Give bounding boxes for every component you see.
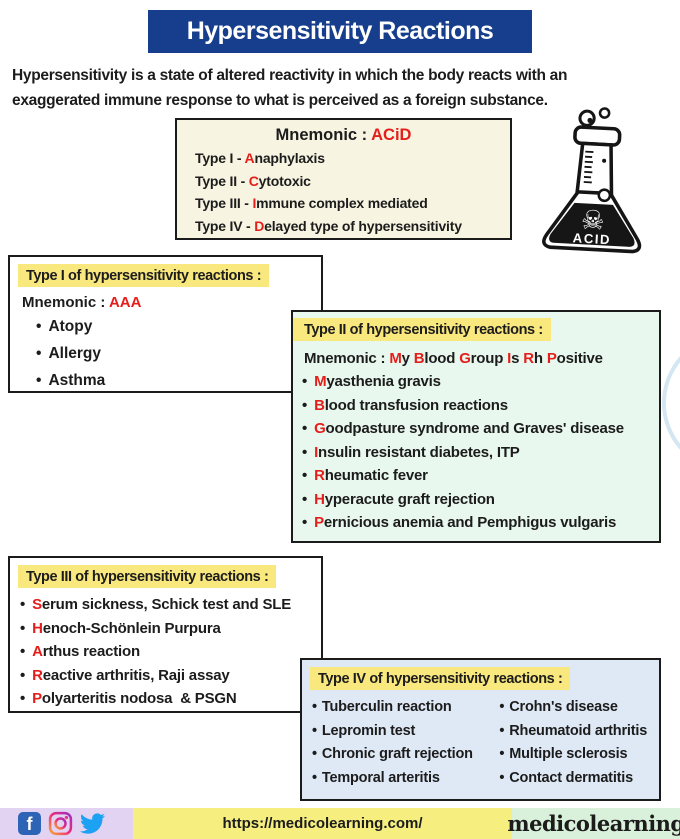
- flask-acid-label: ACID: [572, 230, 611, 247]
- instagram-icon[interactable]: [48, 811, 73, 836]
- list-item: Pernicious anemia and Pemphigus vulgaris: [302, 511, 659, 535]
- type2-box: Type II of hypersensitivity reactions : …: [291, 310, 661, 543]
- mnemonic-acid-box: Mnemonic : ACiD Type I - Anaphylaxis Typ…: [175, 118, 512, 240]
- list-item: Atopy: [36, 313, 321, 340]
- list-item: Lepromin test: [312, 720, 499, 744]
- mnemonic-value: ACiD: [371, 126, 412, 144]
- type4-box: Type IV of hypersensitivity reactions : …: [300, 658, 661, 801]
- type4-title: Type IV of hypersensitivity reactions :: [310, 667, 571, 690]
- medicolearning-logo: medicolearning: [507, 811, 680, 836]
- title-banner: Hypersensitivity Reactions: [148, 10, 532, 53]
- mnemonic-item-list: Type I - Anaphylaxis Type II - Cytotoxic…: [177, 147, 510, 237]
- list-item: Type I - Anaphylaxis: [195, 150, 325, 166]
- list-item: Tuberculin reaction: [312, 696, 499, 720]
- footer-url-section: https://medicolearning.com/: [133, 808, 512, 839]
- list-item: Myasthenia gravis: [302, 370, 659, 394]
- list-item: Insulin resistant diabetes, ITP: [302, 441, 659, 465]
- website-url[interactable]: https://medicolearning.com/: [222, 815, 423, 832]
- list-item: Goodpasture syndrome and Graves' disease: [302, 417, 659, 441]
- list-item: Rheumatoid arthritis: [499, 720, 659, 744]
- facebook-glyph: f: [26, 814, 33, 834]
- list-item: Allergy: [36, 340, 321, 367]
- type2-title: Type II of hypersensitivity reactions :: [293, 318, 551, 341]
- list-item: Type III - Immune complex mediated: [195, 195, 428, 211]
- list-item: Temporal arteritis: [312, 767, 499, 791]
- mnemonic-label: Mnemonic :: [275, 126, 372, 144]
- type3-box: Type III of hypersensitivity reactions :…: [8, 556, 323, 713]
- skull-crossbones-icon: ☠: [580, 205, 605, 236]
- footer-logo-section: medicolearning: [507, 808, 680, 839]
- type3-title: Type III of hypersensitivity reactions :: [18, 565, 277, 588]
- facebook-icon[interactable]: f: [18, 812, 41, 835]
- type1-box: Type I of hypersensitivity reactions : M…: [8, 255, 323, 393]
- footer-social-section: f: [0, 808, 133, 839]
- watermark-circle: [662, 333, 680, 473]
- acid-flask-icon: ☠ ACID: [542, 107, 642, 254]
- list-item: Hyperacute graft rejection: [302, 488, 659, 512]
- intro-line-2: exaggerated immune response to what is p…: [12, 92, 548, 109]
- type1-item-list: Atopy Allergy Asthma: [10, 313, 321, 394]
- twitter-icon[interactable]: [80, 811, 105, 836]
- mnemonic-title: Mnemonic : ACiD: [177, 126, 510, 145]
- type4-right-column: Crohn's disease Rheumatoid arthritis Mul…: [499, 696, 659, 790]
- list-item: Crohn's disease: [499, 696, 659, 720]
- type3-item-list: Serum sickness, Schick test and SLE Heno…: [10, 593, 321, 711]
- type1-mnemonic: Mnemonic : AAA: [22, 294, 142, 311]
- list-item: Type II - Cytotoxic: [195, 172, 311, 189]
- intro-line-1: Hypersensitivity is a state of altered r…: [12, 67, 568, 84]
- page-title: Hypersensitivity Reactions: [186, 17, 494, 45]
- list-item: Serum sickness, Schick test and SLE: [20, 593, 321, 617]
- list-item: Henoch-Schönlein Purpura: [20, 617, 321, 641]
- list-item: Multiple sclerosis: [499, 743, 659, 767]
- list-item: Polyarteritis nodosa & PSGN: [20, 687, 321, 711]
- type1-title: Type I of hypersensitivity reactions :: [18, 264, 270, 287]
- list-item: Asthma: [36, 367, 321, 394]
- list-item: Arthus reaction: [20, 640, 321, 664]
- type4-columns: Tuberculin reaction Lepromin test Chroni…: [302, 694, 659, 790]
- intro-paragraph: Hypersensitivity is a state of altered r…: [12, 63, 678, 113]
- type4-left-column: Tuberculin reaction Lepromin test Chroni…: [312, 696, 499, 790]
- list-item: Blood transfusion reactions: [302, 394, 659, 418]
- list-item: Chronic graft rejection: [312, 743, 499, 767]
- list-item: Rheumatic fever: [302, 464, 659, 488]
- list-item: Type IV - Delayed type of hypersensitivi…: [195, 217, 462, 234]
- list-item: Reactive arthritis, Raji assay: [20, 664, 321, 688]
- type2-mnemonic: Mnemonic : My Blood Group Is Rh Positive: [304, 350, 603, 367]
- type2-item-list: Myasthenia gravis Blood transfusion reac…: [293, 370, 659, 535]
- list-item: Contact dermatitis: [499, 767, 659, 791]
